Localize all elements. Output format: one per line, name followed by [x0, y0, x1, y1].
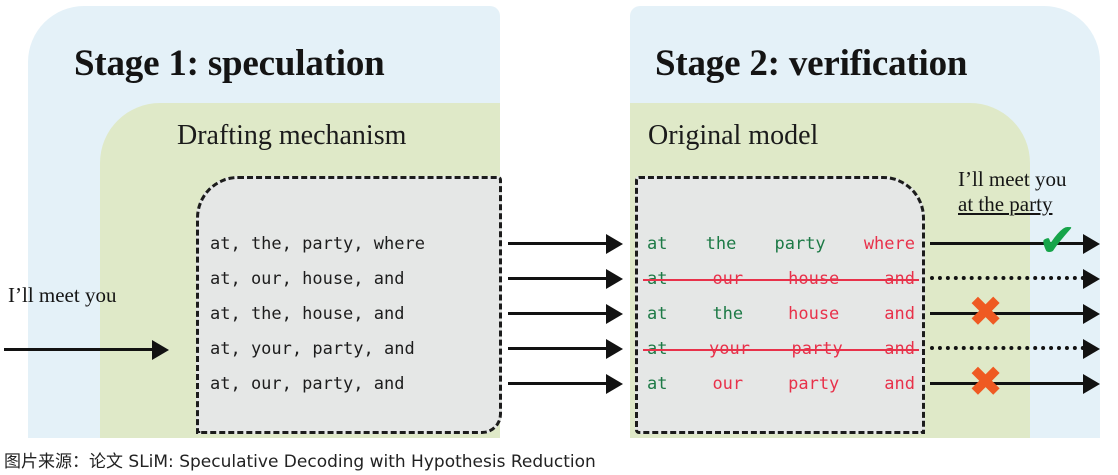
rejected-cross-icon: ✖: [968, 287, 1004, 336]
rejected-cross-icon: ✖: [968, 357, 1004, 406]
draft-to-verify-arrow-head: [606, 374, 623, 394]
verify-row: at your party and: [643, 331, 919, 366]
output-arrow-head: [1083, 339, 1100, 359]
output-arrow-line-dotted: [930, 276, 1085, 280]
verify-token-reject: your: [709, 338, 750, 359]
input-arrow-head: [152, 340, 169, 360]
verify-rows-list: at the party where at our house and at the house an…: [643, 226, 919, 401]
draft-rows-list: at, the, party, where at, our, house, and…: [204, 226, 494, 401]
verify-token-reject: and: [884, 268, 915, 289]
drafting-mechanism-label: Drafting mechanism: [177, 120, 407, 151]
draft-to-verify-arrow-line: [508, 277, 608, 280]
draft-row-text: at, the, party, where: [210, 233, 425, 254]
output-arrow-head: [1083, 374, 1100, 394]
verify-token-accept: party: [774, 233, 826, 254]
draft-to-verify-arrow-head: [606, 269, 623, 289]
output-arrow-head: [1083, 234, 1100, 254]
original-model-label: Original model: [648, 120, 819, 151]
verify-token-accept: the: [705, 233, 737, 254]
verify-token-accept: at: [647, 373, 668, 394]
draft-candidates-box: [196, 176, 502, 434]
verify-token-reject: our: [712, 373, 744, 394]
input-prompt-text: I’ll meet you: [8, 283, 117, 307]
draft-row-text: at, our, party, and: [210, 373, 405, 394]
output-arrow-line-solid: [930, 382, 1085, 385]
verify-token-accept: the: [712, 303, 744, 324]
final-output-line1: I’ll meet you: [958, 167, 1067, 191]
draft-row: at, our, party, and: [204, 366, 494, 401]
draft-to-verify-arrow-head: [606, 234, 623, 254]
draft-row: at, our, house, and: [204, 261, 494, 296]
verify-token-accept: at: [647, 338, 668, 359]
draft-row-text: at, your, party, and: [210, 338, 415, 359]
output-arrow-line-dotted: [930, 346, 1085, 350]
verify-token-accept: at: [647, 303, 668, 324]
verify-row: at the house and: [643, 296, 919, 331]
draft-row: at, the, house, and: [204, 296, 494, 331]
verification-results-box: [635, 176, 925, 434]
draft-to-verify-arrow-line: [508, 347, 608, 350]
draft-to-verify-arrow-line: [508, 312, 608, 315]
output-arrow-line-solid: [930, 312, 1085, 315]
draft-to-verify-arrow-head: [606, 304, 623, 324]
figure-canvas: Stage 1: speculation Stage 2: verificati…: [4, 6, 1100, 438]
output-arrow-head: [1083, 304, 1100, 324]
stage1-title: Stage 1: speculation: [74, 43, 385, 84]
accepted-check-icon: ✔: [1038, 213, 1077, 267]
draft-row-text: at, our, house, and: [210, 268, 405, 289]
stage2-title: Stage 2: verification: [655, 43, 968, 84]
verify-token-reject: house: [788, 268, 840, 289]
verify-row: at our party and: [643, 366, 919, 401]
source-caption: 图片来源：论文 SLiM: Speculative Decoding with …: [4, 452, 596, 472]
verify-token-reject: and: [884, 303, 915, 324]
verify-token-reject: party: [791, 338, 843, 359]
verify-token-reject: party: [788, 373, 840, 394]
verify-token-reject: house: [788, 303, 840, 324]
draft-row: at, the, party, where: [204, 226, 494, 261]
verify-token-accept: at: [647, 233, 668, 254]
verify-token-reject: our: [712, 268, 744, 289]
draft-to-verify-arrow-head: [606, 339, 623, 359]
draft-to-verify-arrow-line: [508, 382, 608, 385]
draft-to-verify-arrow-line: [508, 242, 608, 245]
final-output-line2: at the party: [958, 192, 1053, 216]
draft-row: at, your, party, and: [204, 331, 494, 366]
verify-row: at our house and: [643, 261, 919, 296]
output-arrow-line-solid: [930, 242, 1085, 245]
verify-token-reject: where: [863, 233, 915, 254]
verify-row: at the party where: [643, 226, 919, 261]
verify-token-reject: and: [884, 338, 915, 359]
output-arrow-head: [1083, 269, 1100, 289]
input-arrow-line: [4, 348, 154, 351]
final-output-text: I’ll meet you at the party: [958, 167, 1066, 217]
verify-token-accept: at: [647, 268, 668, 289]
verify-token-reject: and: [884, 373, 915, 394]
draft-row-text: at, the, house, and: [210, 303, 405, 324]
